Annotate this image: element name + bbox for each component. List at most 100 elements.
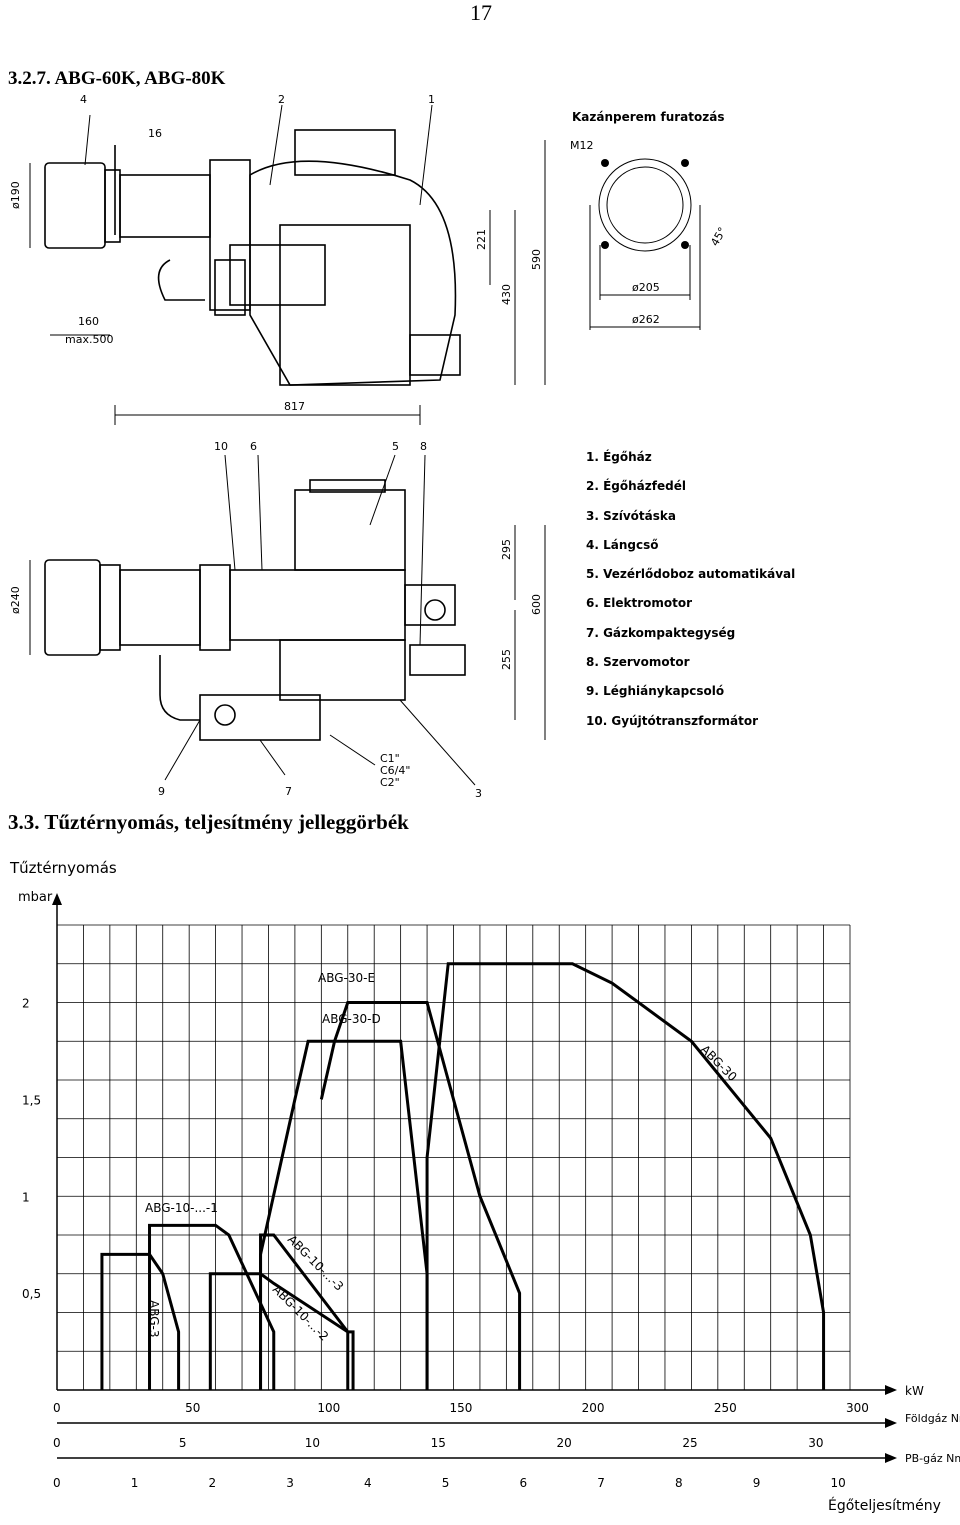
dim-221: 221 [475, 229, 488, 250]
dim-160: 160 [78, 315, 99, 328]
x-tick-lpg: 8 [675, 1476, 683, 1490]
chart-axes [52, 893, 897, 1463]
x-tick-lpg: 7 [597, 1476, 605, 1490]
dim-16: 16 [148, 127, 162, 140]
x-tick-natgas: 10 [305, 1436, 320, 1450]
legend-item-9: 9. Léghiánykapcsoló [586, 684, 725, 699]
series-line [259, 1039, 429, 1390]
page-number: 17 [470, 0, 492, 25]
x-tick-natgas: 25 [682, 1436, 697, 1450]
unit-kw: kW [905, 1384, 924, 1398]
series-label: ABG-30 [698, 1042, 740, 1084]
conn-c1: C1" [380, 752, 400, 765]
x-tick-kw: 300 [846, 1401, 869, 1415]
flange-205: ø205 [632, 281, 660, 294]
burner-drawing-bottom: 10 6 5 8 9 7 3 ø240 295 255 600 C1" C6/4… [9, 440, 546, 800]
dim-255: 255 [500, 649, 513, 670]
x-tick-natgas: 5 [179, 1436, 187, 1450]
y-tick-label: 1,5 [22, 1093, 41, 1107]
x-tick-lpg: 0 [53, 1476, 61, 1490]
callout-6: 6 [250, 440, 257, 453]
dim-240: ø240 [9, 586, 22, 614]
unit-natgas: Földgáz Nm³/h [905, 1412, 960, 1425]
conn-c2: C2" [380, 776, 400, 789]
flange-title: Kazánperem furatozás [572, 110, 724, 124]
section-title-abg-60k-80k: 3.2.7. ABG-60K, ABG-80K [8, 68, 226, 89]
callout-3: 3 [475, 787, 482, 800]
series-line [319, 1001, 522, 1390]
legend-item-8: 8. Szervomotor [586, 655, 690, 670]
flange-m12: M12 [570, 139, 594, 152]
x-tick-natgas: 0 [53, 1436, 61, 1450]
legend-item-5: 5. Vezérlődoboz automatikával [586, 567, 796, 582]
conn-c6-4: C6/4" [380, 764, 410, 777]
dim-430: 430 [500, 284, 513, 305]
x-tick-lpg: 4 [364, 1476, 372, 1490]
x-axis-arrow-1 [885, 1418, 897, 1428]
x-tick-kw: 150 [450, 1401, 473, 1415]
legend-item-10: 10. Gyújtótranszformátor [586, 713, 759, 728]
x-tick-lpg: 3 [286, 1476, 294, 1490]
legend-item-6: 6. Elektromotor [586, 596, 693, 611]
callout-2: 2 [278, 93, 285, 106]
dim-max500: max.500 [65, 333, 113, 346]
callout-9: 9 [158, 785, 165, 798]
y-axis-arrow [52, 893, 62, 905]
chart-grid [56, 924, 851, 1391]
burner-drawing-top: 4 2 1 16 ø190 160 max.500 817 221 430 59… [9, 93, 729, 425]
series-label: ABG-3 [147, 1300, 161, 1338]
x-tick-lpg: 10 [830, 1476, 845, 1490]
x-tick-lpg: 6 [519, 1476, 527, 1490]
x-axis-arrow-0 [885, 1385, 897, 1395]
x-tick-natgas: 20 [556, 1436, 571, 1450]
series-label: ABG-30-E [318, 971, 375, 985]
x-tick-kw: 100 [317, 1401, 340, 1415]
callout-7: 7 [285, 785, 292, 798]
series-line [208, 1272, 350, 1390]
dim-295: 295 [500, 539, 513, 560]
dim-190: ø190 [9, 181, 22, 209]
unit-lpg: PB-gáz Nm³/h [905, 1452, 960, 1465]
callout-4: 4 [80, 93, 87, 106]
flange-262: ø262 [632, 313, 660, 326]
series-line [100, 1252, 181, 1390]
legend-item-7: 7. Gázkompaktegység [586, 625, 736, 640]
dim-817: 817 [284, 400, 305, 413]
legend-item-3: 3. Szívótáska [586, 508, 676, 523]
callout-10: 10 [214, 440, 228, 453]
x-tick-kw: 250 [714, 1401, 737, 1415]
y-tick-label: 1 [22, 1190, 30, 1204]
legend-item-2: 2. Égőházfedél [586, 479, 686, 494]
x-tick-lpg: 5 [442, 1476, 450, 1490]
y-tick-label: 2 [22, 997, 30, 1011]
chart-title: Tűztérnyomás [9, 859, 117, 877]
x-tick-kw: 200 [582, 1401, 605, 1415]
x-axis-title: Égőteljesítmény [828, 1497, 941, 1514]
parts-legend: 1. Égőház 2. Égőházfedél 3. Szívótáska 4… [586, 450, 956, 743]
x-tick-natgas: 30 [808, 1436, 823, 1450]
legend-item-4: 4. Lángcső [586, 537, 659, 552]
x-axis-arrow-2 [885, 1453, 897, 1463]
chart-series [100, 962, 826, 1390]
series-line [425, 962, 826, 1390]
x-tick-lpg: 2 [208, 1476, 216, 1490]
dim-590: 590 [530, 249, 543, 270]
section-title-pressure-curves: 3.3. Tűztérnyomás, teljesítmény jelleggö… [8, 810, 409, 834]
x-tick-kw: 50 [185, 1401, 200, 1415]
callout-1: 1 [428, 93, 435, 106]
x-tick-natgas: 15 [431, 1436, 446, 1450]
x-tick-lpg: 9 [753, 1476, 761, 1490]
x-tick-lpg: 1 [131, 1476, 139, 1490]
series-label: ABG-30-D [322, 1012, 381, 1026]
y-tick-label: 0,5 [22, 1287, 41, 1301]
callout-8: 8 [420, 440, 427, 453]
dim-600: 600 [530, 594, 543, 615]
series-label: ABG-10-...-1 [145, 1201, 218, 1215]
series-label: ABG-10-...-2 [270, 1282, 331, 1343]
callout-5: 5 [392, 440, 399, 453]
series-line [148, 1223, 276, 1390]
legend-item-1: 1. Égőház [586, 450, 652, 464]
y-axis-label: mbar [18, 890, 53, 905]
